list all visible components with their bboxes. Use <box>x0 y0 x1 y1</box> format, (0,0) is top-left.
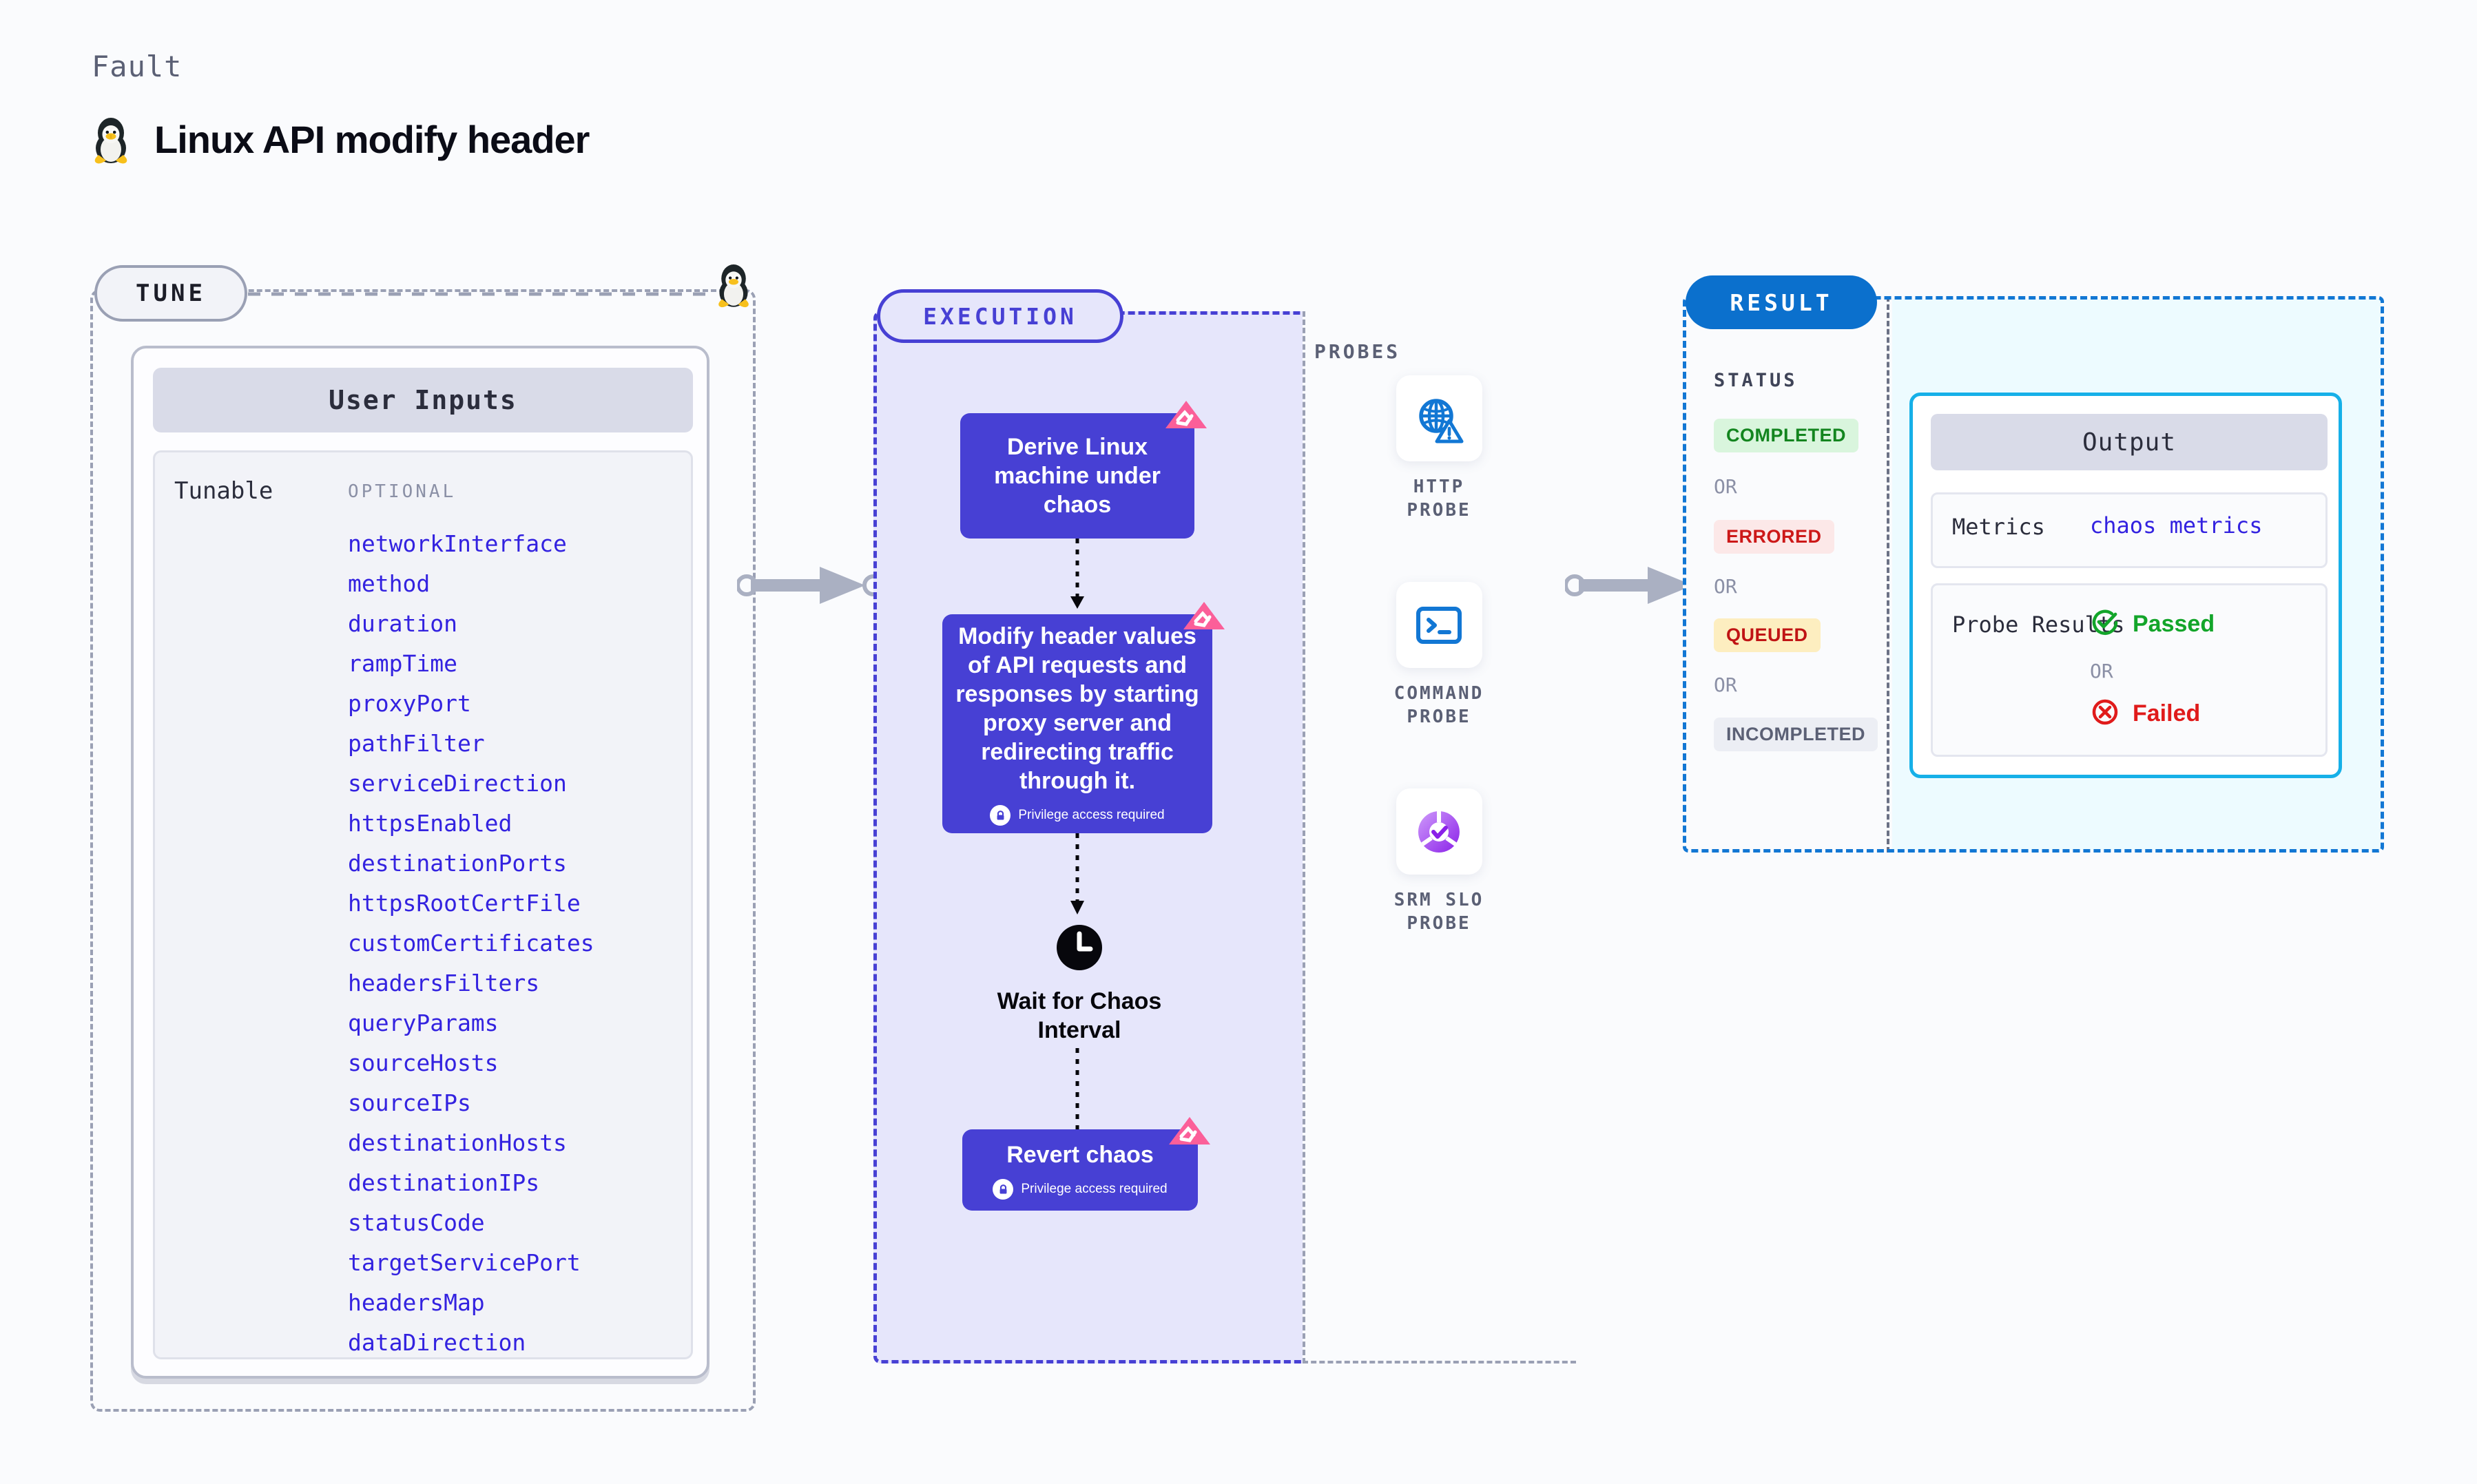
tunable-group-label: Tunable <box>174 477 273 505</box>
status-or-separator: OR <box>1714 475 1737 498</box>
parameter-item[interactable]: targetServicePort <box>348 1249 581 1276</box>
x-circle-icon <box>2090 697 2120 731</box>
tux-penguin-icon <box>714 260 754 312</box>
check-circle-icon <box>2090 607 2120 641</box>
probe-result-or-separator: OR <box>2090 660 2113 682</box>
terminal-icon <box>1416 606 1462 644</box>
retry-ribbon-icon <box>1183 602 1225 629</box>
parameter-item[interactable]: destinationIPs <box>348 1169 540 1196</box>
privilege-required-badge: Privilege access required <box>993 1179 1168 1200</box>
metrics-value[interactable]: chaos metrics <box>2090 512 2263 539</box>
lock-icon <box>993 1179 1014 1200</box>
failed-label: Failed <box>2133 700 2201 727</box>
parameter-item[interactable]: proxyPort <box>348 690 471 717</box>
user-inputs-title: User Inputs <box>153 368 693 432</box>
status-badge-queued: QUEUED <box>1714 618 1821 652</box>
probe-item-command[interactable]: COMMAND PROBE <box>1377 582 1501 729</box>
status-badge-incompleted: INCOMPLETED <box>1714 718 1878 751</box>
retry-ribbon-icon <box>1165 401 1207 428</box>
probe-item-srm-slo[interactable]: SRM SLO PROBE <box>1377 788 1501 935</box>
probe-icon-box <box>1396 788 1482 875</box>
parameter-item[interactable]: httpsRootCertFile <box>348 890 581 917</box>
result-boundary <box>1683 296 2384 853</box>
page-title: Linux API modify header <box>154 117 590 161</box>
parameter-item[interactable]: customCertificates <box>348 930 594 957</box>
retry-ribbon-icon <box>1169 1117 1210 1145</box>
execution-step-text: Modify header values of API requests and… <box>955 623 1199 794</box>
execution-step[interactable]: Derive Linux machine under chaos <box>960 401 1207 539</box>
globe-warning-icon <box>1419 398 1464 443</box>
parameter-item[interactable]: httpsEnabled <box>348 810 512 837</box>
slo-donut-check-icon <box>1418 811 1460 853</box>
parameter-item[interactable]: rampTime <box>348 650 457 677</box>
output-probe-results-row: Probe Results Passed OR <box>1931 583 2328 757</box>
result-status-column <box>1683 296 1889 853</box>
probe-label: SRM SLO PROBE <box>1393 890 1484 934</box>
execution-step[interactable]: Modify header values of API requests and… <box>942 602 1225 833</box>
parameter-item[interactable]: sourceIPs <box>348 1089 471 1116</box>
parameter-item[interactable]: method <box>348 570 431 597</box>
execution-step[interactable]: Revert chaos Privilege access required <box>962 1117 1210 1211</box>
result-pill-label: RESULT <box>1686 275 1877 329</box>
privilege-required-text: Privilege access required <box>1018 808 1165 822</box>
user-inputs-body: Tunable OPTIONAL networkInterface method… <box>153 450 693 1359</box>
output-card: Output Metrics chaos metrics Probe Resul… <box>1909 393 2342 778</box>
parameter-item[interactable]: pathFilter <box>348 730 485 757</box>
privilege-required-text: Privilege access required <box>1021 1182 1168 1196</box>
passed-label: Passed <box>2133 611 2215 637</box>
parameter-item[interactable]: destinationHosts <box>348 1129 567 1156</box>
probe-icon-box <box>1396 582 1482 668</box>
optional-label: OPTIONAL <box>348 481 457 502</box>
step-connector-arrow <box>1070 539 1084 609</box>
output-metrics-row: Metrics chaos metrics <box>1931 492 2328 568</box>
probe-result-failed: Failed <box>2090 697 2200 731</box>
parameter-item[interactable]: statusCode <box>348 1209 485 1236</box>
status-badge-completed: COMPLETED <box>1714 419 1859 452</box>
probe-label: HTTP PROBE <box>1407 477 1471 521</box>
lock-icon <box>990 805 1011 826</box>
metrics-label: Metrics <box>1952 514 2045 540</box>
tune-to-execution-arrow <box>737 567 884 604</box>
tunable-parameter-list: networkInterface method duration rampTim… <box>348 524 692 1363</box>
parameter-item[interactable]: dataDirection <box>348 1329 526 1356</box>
parameter-item[interactable]: networkInterface <box>348 530 567 557</box>
probe-result-passed: Passed <box>2090 607 2215 641</box>
parameter-item[interactable]: headersFilters <box>348 970 540 996</box>
execution-step-text: Revert chaos <box>1006 1142 1154 1168</box>
tux-penguin-icon <box>90 114 132 165</box>
wait-node-label: Wait for Chaos Interval <box>997 988 1162 1043</box>
parameter-item[interactable]: duration <box>348 610 457 637</box>
step-connector-arrow <box>1070 833 1084 915</box>
parameter-item[interactable]: destinationPorts <box>348 850 567 877</box>
clock-icon <box>1055 923 1104 976</box>
parameter-item[interactable]: sourceHosts <box>348 1049 499 1076</box>
execution-step-text: Derive Linux machine under chaos <box>994 434 1161 518</box>
tune-dashed-connector <box>248 292 716 296</box>
status-section-label: STATUS <box>1714 370 1798 391</box>
parameter-item[interactable]: headersMap <box>348 1289 485 1316</box>
wait-for-chaos-node: Wait for Chaos Interval <box>993 923 1165 1045</box>
tune-pill-label: TUNE <box>94 265 247 322</box>
status-badge-errored: ERRORED <box>1714 520 1834 554</box>
tune-boundary <box>90 289 756 1412</box>
probe-item-http[interactable]: HTTP PROBE <box>1377 375 1501 522</box>
user-inputs-card: User Inputs Tunable OPTIONAL networkInte… <box>131 346 709 1379</box>
parameter-item[interactable]: queryParams <box>348 1010 499 1036</box>
execution-pill-label: EXECUTION <box>877 289 1123 343</box>
output-card-title: Output <box>1931 414 2328 470</box>
probe-icon-box <box>1396 375 1482 461</box>
parameter-item[interactable]: serviceDirection <box>348 770 567 797</box>
status-or-separator: OR <box>1714 575 1737 598</box>
privilege-required-badge: Privilege access required <box>990 805 1165 826</box>
status-or-separator: OR <box>1714 673 1737 696</box>
page-kicker: Fault <box>92 50 183 83</box>
probe-label: COMMAND PROBE <box>1393 683 1484 727</box>
page-title-row: Linux API modify header <box>90 114 590 165</box>
probes-section-label: PROBES <box>1314 340 1401 363</box>
